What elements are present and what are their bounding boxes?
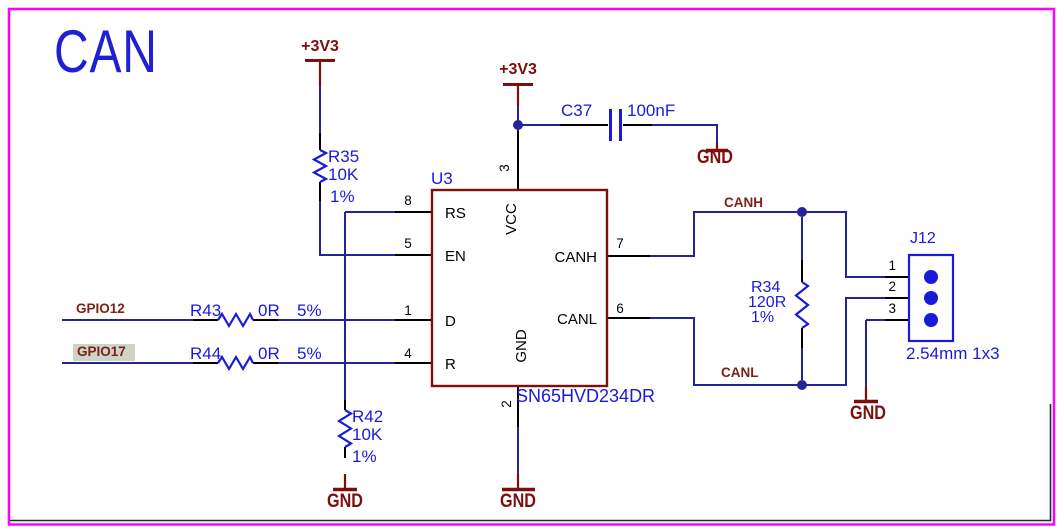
wire-canh xyxy=(650,210,885,279)
schematic-title: CAN xyxy=(54,18,158,85)
u3-pin-name-d: D xyxy=(445,313,456,330)
j12-footprint: 2.54mm 1x3 xyxy=(906,344,1000,363)
j12-pin2-circle xyxy=(924,291,938,305)
u3-pin6-num: 6 xyxy=(616,301,624,316)
connector-j12-pins xyxy=(924,270,938,327)
u3-pin-name-gnd: GND xyxy=(512,329,530,363)
resistor-r42-symbol xyxy=(336,409,354,448)
junction-dot-canl xyxy=(797,380,807,390)
net-label-canl: CANL xyxy=(721,365,759,380)
sheet-edge xyxy=(10,404,1052,522)
r44-tolerance: 5% xyxy=(297,344,322,363)
capacitor-c37-symbol xyxy=(609,109,622,141)
u3-pin-name-canl: CANL xyxy=(556,311,597,328)
u3-part-number: SN65HVD234DR xyxy=(516,386,656,406)
junction-dot-canh xyxy=(797,207,807,217)
r44-ref: R44 xyxy=(190,344,222,363)
r44-value: 0R xyxy=(258,344,280,363)
j12-pin3-num: 3 xyxy=(888,301,896,316)
gnd-label-c37: GND xyxy=(697,147,733,168)
wire-canl xyxy=(650,296,885,387)
r42-ref: R42 xyxy=(352,407,384,426)
c37-value: 100nF xyxy=(627,101,676,120)
wire-c37-gnd xyxy=(652,123,719,143)
u3-ref: U3 xyxy=(431,169,453,188)
r43-tolerance: 5% xyxy=(297,301,322,320)
j12-pin2-num: 2 xyxy=(888,279,896,294)
u3-pin8-num: 8 xyxy=(404,193,412,208)
gpio17-selection-highlight xyxy=(73,344,135,361)
u3-pin-name-canh: CANH xyxy=(554,249,597,266)
c37-ref: C37 xyxy=(561,101,593,120)
resistor-r44-symbol xyxy=(217,354,254,372)
j12-pin1-num: 1 xyxy=(888,258,896,273)
r35-ref: R35 xyxy=(328,147,360,166)
u3-pin1-num: 1 xyxy=(404,303,412,318)
junction-dot-vcc xyxy=(513,120,523,130)
junction-dots xyxy=(513,120,807,390)
resistor-r43-symbol xyxy=(217,311,254,329)
ic-u3-body xyxy=(430,188,609,388)
r35-value: 10K xyxy=(328,165,359,184)
u3-pin-name-rs: RS xyxy=(445,205,466,222)
net-label-gpio12: GPIO12 xyxy=(76,301,125,316)
power-label-3v3-r35: +3V3 xyxy=(301,38,339,55)
u3-pin-name-vcc: VCC xyxy=(502,203,520,235)
gnd-label-u3: GND xyxy=(500,491,536,512)
pin-stubs xyxy=(193,123,909,458)
u3-pin-name-en: EN xyxy=(445,248,466,265)
u3-pin4-num: 4 xyxy=(404,346,412,361)
j12-ref: J12 xyxy=(910,230,936,247)
gnd-label-r42: GND xyxy=(327,491,363,512)
r34-ref: R34 xyxy=(751,279,781,296)
r35-tolerance: 1% xyxy=(330,187,355,206)
u3-pin2-num: 2 xyxy=(499,400,515,408)
u3-pin-name-r: R xyxy=(445,356,456,373)
component-symbols xyxy=(217,109,810,448)
net-label-canh: CANH xyxy=(724,195,763,210)
r43-value: 0R xyxy=(258,301,280,320)
page-border xyxy=(7,7,1056,526)
r43-ref: R43 xyxy=(190,301,222,320)
resistor-r35-symbol xyxy=(311,149,329,183)
j12-pin3-circle xyxy=(924,313,938,327)
u3-pin5-num: 5 xyxy=(404,236,412,251)
u3-pin7-num: 7 xyxy=(616,236,624,251)
resistor-r34-symbol xyxy=(794,281,810,329)
j12-pin1-circle xyxy=(924,270,938,284)
r42-value: 10K xyxy=(352,425,383,444)
r34-tolerance: 1% xyxy=(751,309,775,326)
gnd-label-j12: GND xyxy=(850,403,886,424)
u3-pin3-num: 3 xyxy=(497,164,513,172)
r34-value: 120R xyxy=(748,294,787,311)
wire-r35-en xyxy=(318,201,395,257)
power-symbols xyxy=(305,59,878,492)
net-label-gpio17: GPIO17 xyxy=(77,344,126,359)
r42-tolerance: 1% xyxy=(352,447,377,466)
power-label-3v3-vcc: +3V3 xyxy=(499,61,537,78)
